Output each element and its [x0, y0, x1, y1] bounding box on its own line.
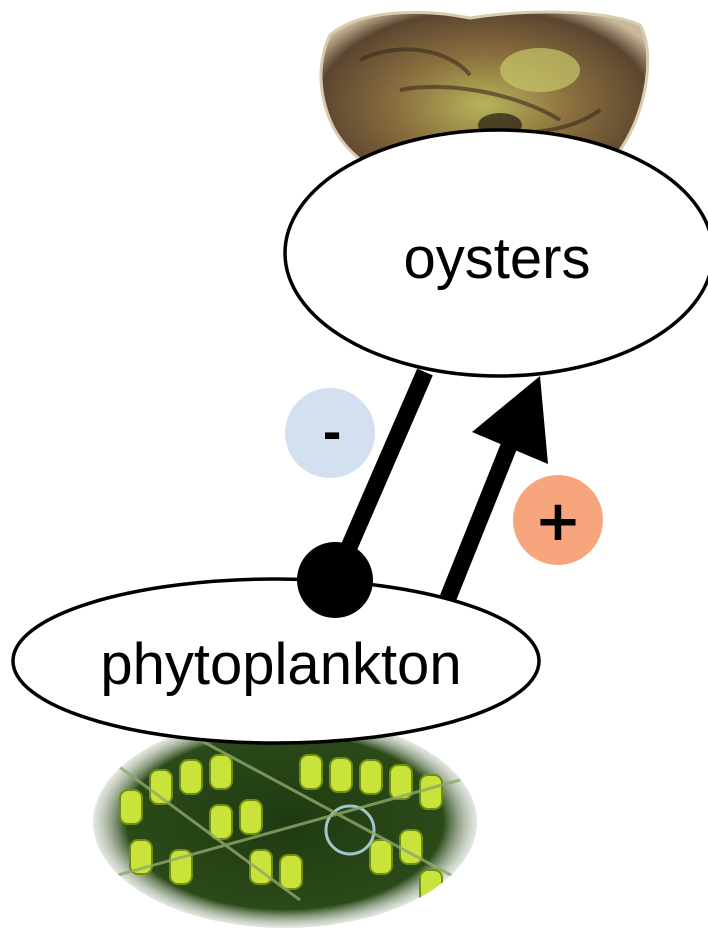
positive-sign: +	[535, 489, 582, 554]
phytoplankton-image	[93, 716, 477, 928]
phytoplankton-label: phytoplankton	[100, 632, 461, 697]
negative-sign-badge: -	[285, 388, 375, 478]
positive-sign-badge: +	[513, 475, 603, 565]
oysters-label: oysters	[404, 226, 591, 291]
phytoplankton-node[interactable]: phytoplankton	[13, 579, 539, 743]
negative-sign: -	[322, 406, 341, 460]
oysters-node[interactable]: oysters	[285, 130, 708, 376]
circle-arrowhead-icon	[297, 542, 373, 618]
